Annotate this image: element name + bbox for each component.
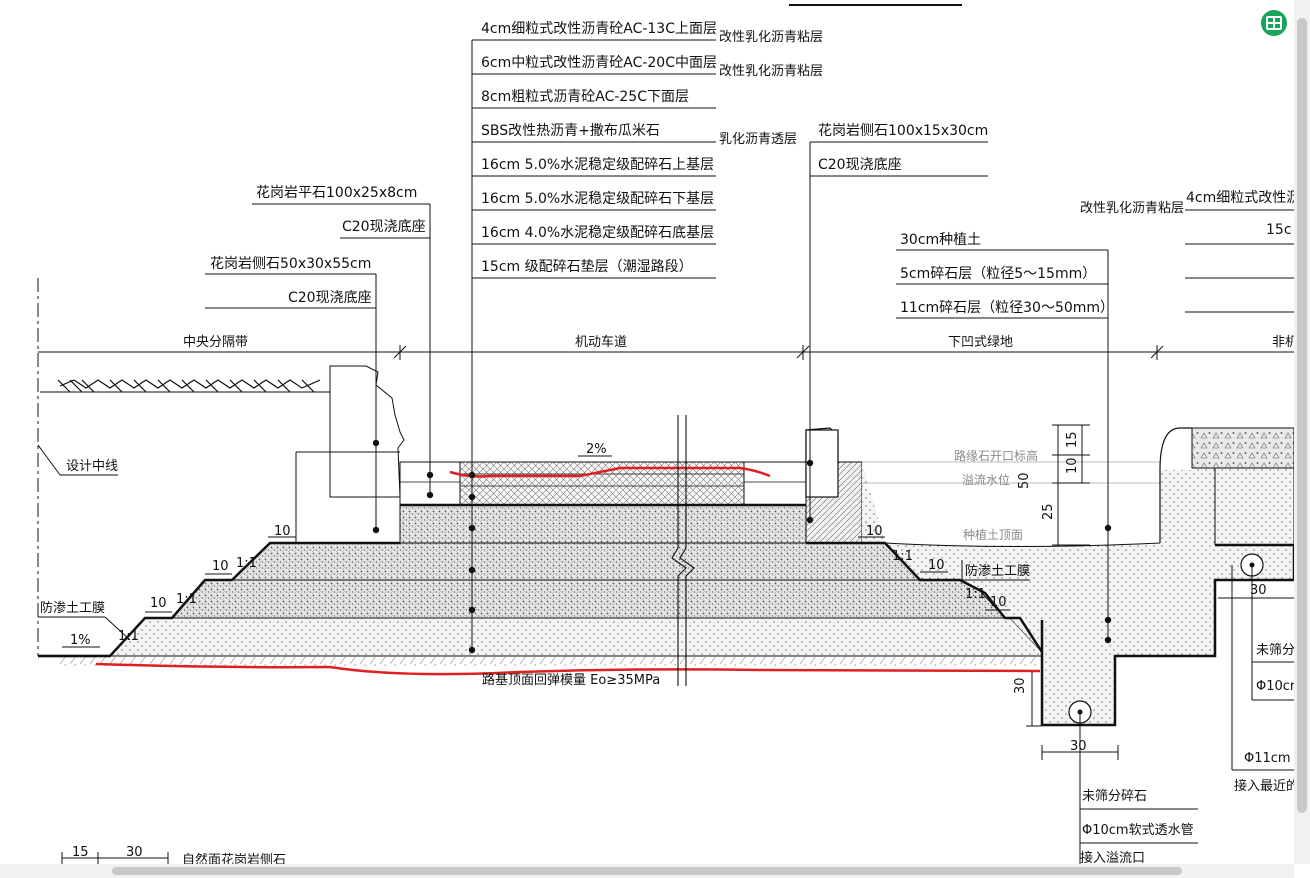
label-prime: 乳化沥青透层 [719, 132, 797, 147]
green-labels: 30cm种植土 5cm碎石层（粒径5～15mm） 11cm碎石层（粒径30～50… [900, 190, 1294, 316]
leader-dots [372, 439, 1112, 654]
label-flat2: C20现浇底座 [342, 219, 426, 235]
label-green3: 11cm碎石层（粒径30～50mm） [900, 300, 1114, 316]
break-line [671, 415, 695, 686]
ratio-3: 1:1 [118, 629, 139, 644]
label-pipe-right: Φ10cr [1256, 679, 1294, 694]
zone-labels: 中央分隔带 机动车道 下凹式绿地 非机 [183, 334, 1294, 350]
label-pipe-right-2: Φ11cm [1244, 751, 1291, 766]
dim-30-d: 30 [126, 845, 143, 860]
label-membrane-right: 防渗土工膜 [965, 563, 1030, 579]
label-pav7: 16cm 4.0%水泥稳定级配碎石底基层 [481, 224, 714, 241]
label-pipe-bottom: Φ10cm软式透水管 [1082, 823, 1194, 838]
horizontal-scroll-thumb[interactable] [112, 867, 1182, 875]
ratio-1: 1:1 [236, 556, 257, 571]
dim-15-b: 15 [72, 845, 89, 860]
label-curb-l2: C20现浇底座 [288, 290, 372, 306]
ground-line [38, 654, 1040, 666]
ratio-4: 1:1 [892, 549, 913, 564]
label-soil-top: 种植土顶面 [963, 527, 1023, 542]
ratio-2: 1:1 [176, 592, 197, 607]
label-curb-l1: 花岗岩侧石50x30x55cm [210, 256, 371, 272]
zone-dimension-line [38, 345, 1294, 360]
dim-50: 50 [1017, 472, 1032, 489]
zone-nonmotor: 非机 [1272, 335, 1294, 350]
layer-lower-base [145, 579, 1007, 619]
dim-10-e: 10 [928, 558, 945, 573]
vertical-scrollbar[interactable] [1294, 0, 1310, 864]
label-pav1: 4cm细粒式改性沥青砼AC-13C上面层 [481, 21, 717, 37]
dim-10-b: 10 [212, 559, 229, 574]
dim-10-f: 10 [990, 595, 1007, 610]
dim-30-c: 30 [1250, 583, 1267, 598]
label-gravel-right: 未筛分 [1256, 643, 1294, 658]
dim-10-c: 10 [150, 596, 167, 611]
label-drain-bottom: 接入溢流口 [1080, 850, 1145, 864]
layer-upper-base [205, 542, 922, 581]
label-slope-1: 1% [70, 633, 91, 648]
label-curb-r1: 花岗岩侧石100x15x30cm [818, 123, 988, 139]
label-subgrade: 路基顶面回弹模量 Eo≥35MPa [482, 672, 660, 688]
green-curb [805, 427, 863, 544]
label-tack1: 改性乳化沥青粘层 [719, 30, 823, 45]
label-flat1: 花岗岩平石100x25x8cm [256, 185, 417, 201]
horizontal-scrollbar[interactable] [0, 864, 1294, 878]
dim-25: 25 [1041, 503, 1056, 520]
misc-labels: 设计中线 防渗土工膜 防渗土工膜 1% 2% 路基顶面回弹模量 Eo≥35MPa… [40, 442, 1294, 864]
leader-lines [37, 39, 1294, 864]
dim-10-d: 10 [866, 524, 883, 539]
label-curb-r2: C20现浇底座 [818, 157, 902, 173]
layer-subbase [108, 617, 1043, 657]
green-elevation-marks [61, 424, 1294, 864]
zone-green: 下凹式绿地 [948, 335, 1013, 350]
label-pav2: 6cm中粒式改性沥青砼AC-20C中面层 [481, 55, 717, 71]
label-green1: 30cm种植土 [900, 232, 981, 248]
label-green2: 5cm碎石层（粒径5～15mm） [900, 266, 1096, 282]
red-markup-bottom [95, 662, 1041, 676]
dim-15: 15 [1065, 431, 1080, 448]
dim-10-g: 10 [1065, 457, 1080, 474]
dim-30-b: 30 [1070, 739, 1087, 754]
layer-top-base [399, 504, 807, 544]
label-gravel-bottom: 未筛分碎石 [1082, 789, 1147, 804]
label-pav3: 8cm粗粒式沥青砼AC-25C下面层 [481, 89, 689, 105]
label-pav8: 15cm 级配碎石垫层（潮湿路段） [481, 259, 693, 275]
curb-labels: 花岗岩侧石100x15x30cm C20现浇底座 花岗岩平石100x25x8cm… [210, 123, 988, 306]
label-slope-2: 2% [586, 442, 607, 457]
dim-10-a: 10 [274, 524, 291, 539]
label-bottom-note: 自然面花岗岩侧石 [182, 852, 286, 864]
dim-30-a: 30 [1013, 677, 1028, 694]
cross-section-drawing: 4cm细粒式改性沥青砼AC-13C上面层 6cm中粒式改性沥青砼AC-20C中面… [37, 4, 1294, 864]
label-drain-right: 接入最近的 [1234, 778, 1294, 794]
label-tack2: 改性乳化沥青粘层 [719, 64, 823, 79]
vertical-scroll-thumb[interactable] [1297, 18, 1307, 813]
label-overflow: 溢流水位 [962, 472, 1010, 487]
label-center-line: 设计中线 [66, 459, 118, 474]
pavement-labels: 4cm细粒式改性沥青砼AC-13C上面层 6cm中粒式改性沥青砼AC-20C中面… [481, 21, 823, 275]
median-curb [40, 365, 405, 498]
label-pav4: SBS改性热沥青+撒布瓜米石 [481, 123, 660, 139]
dimension-labels: 10 10 10 10 10 10 1:1 1:1 1:1 1:1 1:1 15… [72, 431, 1267, 860]
label-right-tack: 改性乳化沥青粘层 [1080, 201, 1184, 216]
grid-table-icon[interactable] [1261, 10, 1287, 36]
label-membrane-left: 防渗土工膜 [40, 600, 105, 616]
label-right-15: 15c [1266, 222, 1292, 238]
zone-median: 中央分隔带 [183, 335, 248, 350]
ratio-5: 1:1 [965, 587, 986, 602]
label-curb-opening: 路缘石开口标高 [954, 448, 1038, 463]
label-pav5: 16cm 5.0%水泥稳定级配碎石上基层 [481, 156, 714, 173]
label-pav6: 16cm 5.0%水泥稳定级配碎石下基层 [481, 190, 714, 207]
embankment-outline [38, 541, 1044, 658]
zone-road: 机动车道 [575, 334, 627, 350]
label-right-pav: 4cm细粒式改性沥 [1186, 190, 1294, 206]
